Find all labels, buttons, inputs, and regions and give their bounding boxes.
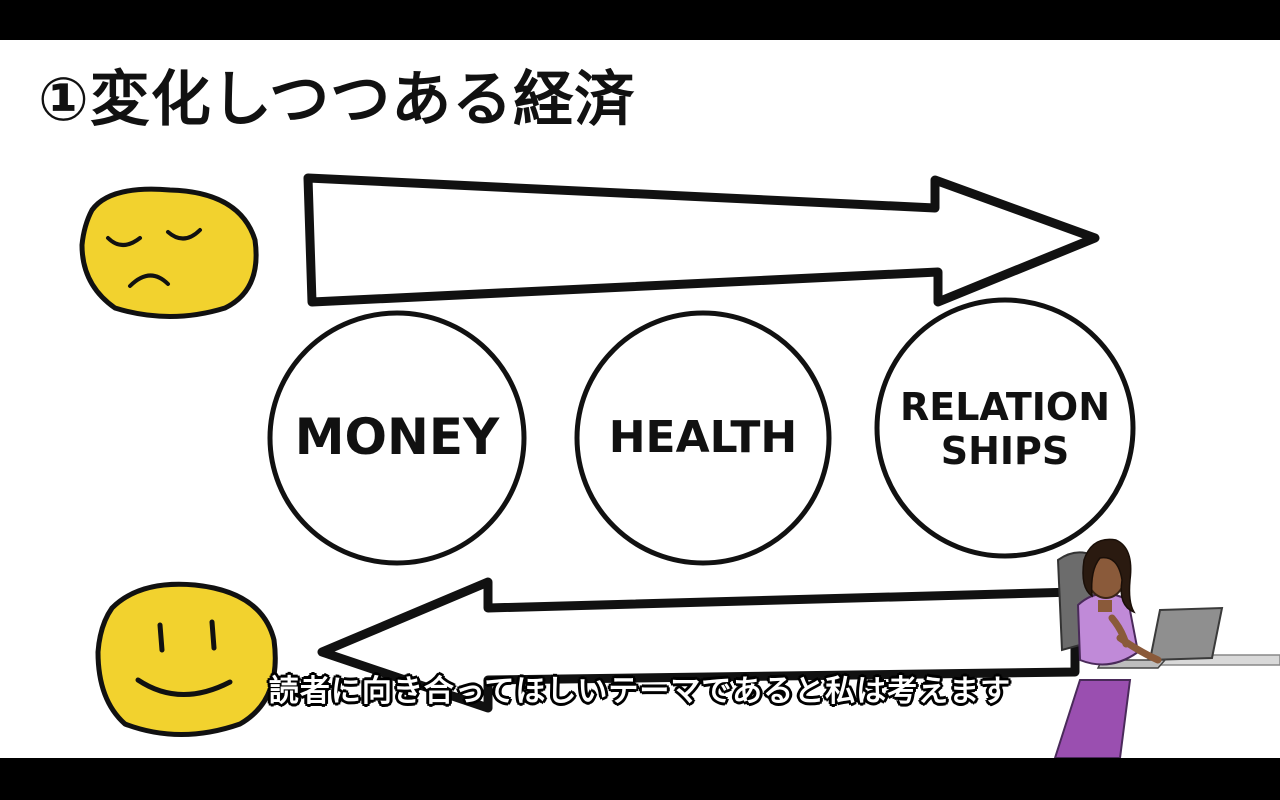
arrow-left-icon — [317, 577, 1080, 713]
relationships-label-line2: SHIPS — [940, 429, 1070, 473]
money-circle — [267, 310, 527, 566]
relationships-label: RELATION SHIPS — [885, 370, 1125, 490]
money-label-text: MONEY — [294, 408, 500, 467]
arrow-right-icon — [303, 173, 1100, 307]
letterbox-bottom — [0, 758, 1280, 800]
relationships-circle — [874, 297, 1136, 559]
sad-face-icon — [79, 186, 259, 319]
letterbox-top — [0, 0, 1280, 40]
subtitle-caption: 読者に向き合ってほしいテーマであると私は考えます — [0, 658, 1280, 718]
money-label: MONEY — [277, 378, 517, 498]
relationships-label-line1: RELATION — [899, 385, 1111, 430]
slide-title: ①変化しつつある経済 — [38, 65, 636, 135]
person-with-laptop-illustration — [1053, 538, 1280, 758]
health-label-text: HEALTH — [608, 411, 798, 463]
smiley-face-icon — [95, 581, 278, 737]
video-frame[interactable]: ①変化しつつある経済 MONEY HEALTH RELATION SHIPS 読… — [0, 40, 1280, 758]
subtitle-text: 読者に向き合ってほしいテーマであると私は考えます — [268, 674, 1012, 709]
health-label: HEALTH — [583, 378, 823, 498]
health-circle — [574, 310, 832, 566]
slide-artwork — [79, 173, 1280, 758]
